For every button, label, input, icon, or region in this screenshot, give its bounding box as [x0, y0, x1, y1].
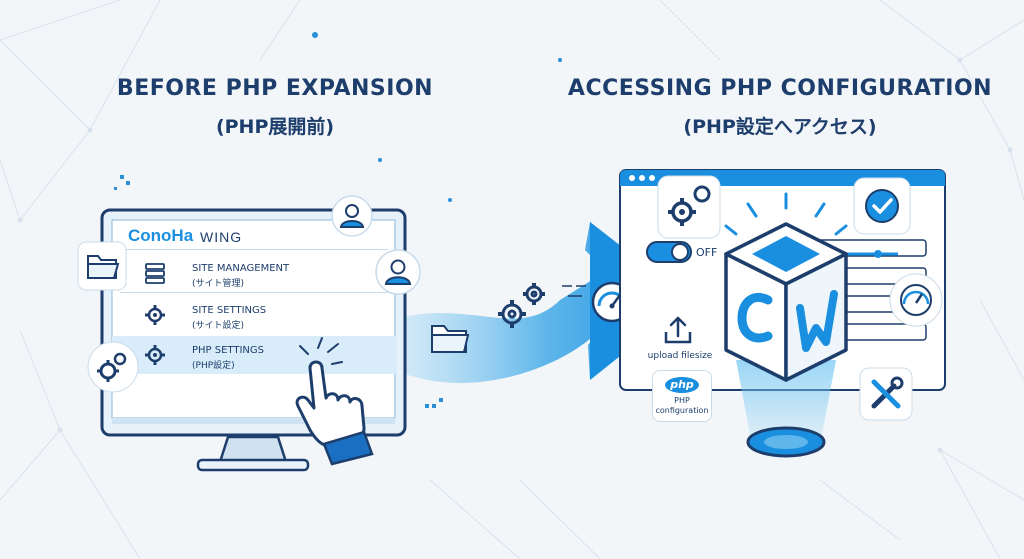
gear-icon [145, 305, 165, 325]
php-label: PHP [674, 396, 690, 405]
folder-icon [431, 325, 470, 353]
menu-label: SITE SETTINGS [192, 305, 267, 316]
toggle-switch[interactable] [646, 240, 694, 264]
left-title: BEFORE PHP EXPANSION [116, 76, 434, 101]
menu-item-php-settings[interactable]: PHP SETTINGS (PHP設定) [112, 336, 397, 374]
toggle-label: OFF [696, 246, 718, 259]
menu-sublabel: (サイト管理) [192, 279, 245, 289]
cw-cube [724, 192, 848, 458]
menu-label: SITE MANAGEMENT [192, 263, 290, 274]
gears-icon [87, 341, 139, 393]
divider [120, 292, 388, 293]
conoha-logo: ConoHa [128, 226, 194, 245]
right-subtitle: (PHP設定へアクセス) [683, 116, 877, 138]
gauge-icon [889, 273, 943, 327]
menu-sublabel: (PHP設定) [192, 361, 235, 371]
conoha-logo-suffix: WING [200, 229, 243, 245]
gear-icon [145, 345, 165, 365]
right-title: ACCESSING PHP CONFIGURATION [567, 76, 993, 101]
user-icon [375, 249, 421, 295]
checkmark-icon [853, 177, 911, 235]
divider [120, 249, 388, 250]
php-sublabel: configuration [655, 406, 709, 415]
gears-icon [498, 283, 545, 328]
menu-sublabel: (サイト設定) [192, 321, 245, 331]
server-icon [145, 263, 165, 284]
folder-icon [77, 241, 127, 291]
left-subtitle: (PHP展開前) [215, 116, 335, 138]
menu-item-site-settings[interactable]: SITE SETTINGS (サイト設定) [112, 296, 387, 332]
upload-icon [664, 316, 692, 344]
php-config-badge: php PHP configuration [652, 370, 712, 422]
upload-label: upload filesize [647, 351, 713, 361]
motion-lines [562, 285, 586, 297]
gears-icon [657, 175, 721, 239]
hand-cursor-icon [295, 337, 374, 466]
php-logo-icon: php [665, 377, 699, 393]
menu-label: PHP SETTINGS [192, 345, 264, 356]
menu-item-site-management[interactable]: SITE MANAGEMENT (サイト管理) [112, 254, 387, 290]
tools-icon [859, 367, 913, 421]
user-icon [331, 195, 373, 237]
